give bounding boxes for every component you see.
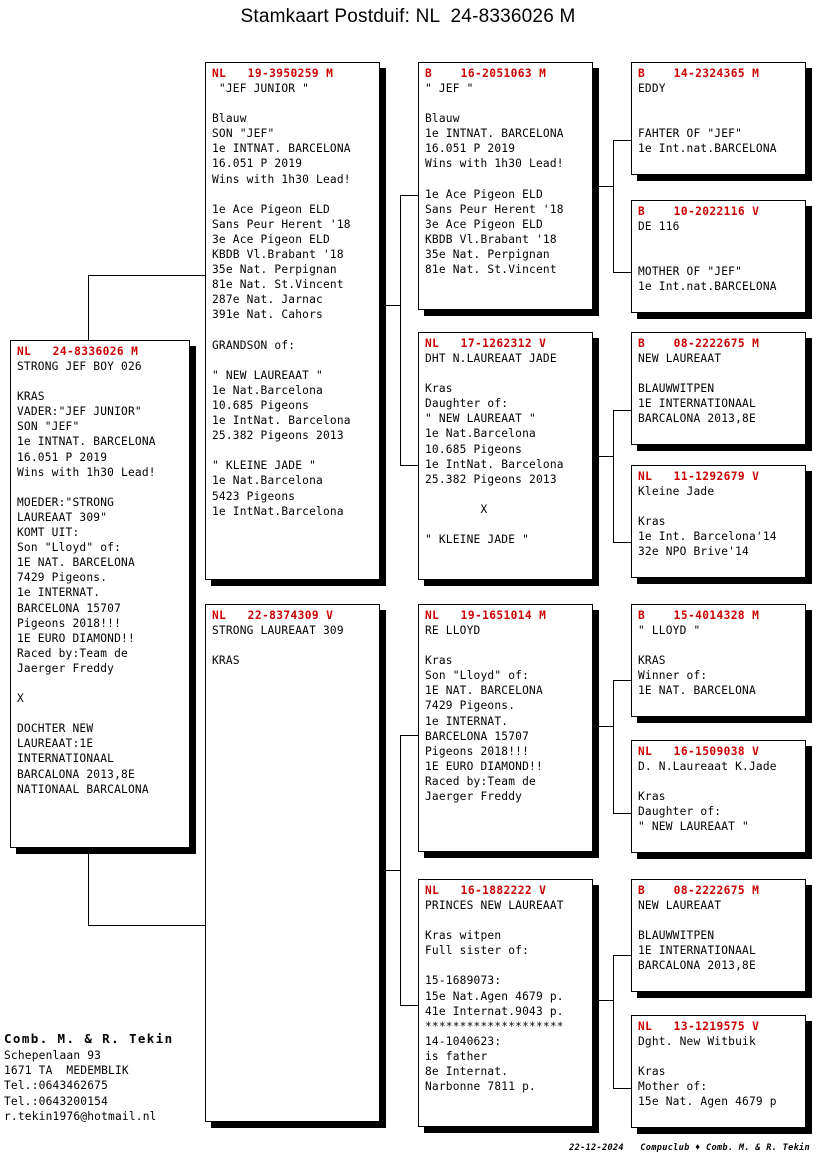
owner-email: r.tekin1976@hotmail.nl [4,1109,157,1123]
owner-address-street: Schepenlaan 93 [4,1049,102,1062]
pedigree-box-subject[interactable]: NL 24-8336026 M STRONG JEF BOY 026 KRAS … [10,340,190,848]
pedigree-box-gen4-6[interactable]: NL 16-1509038 V D. N.Laureaat K.Jade Kra… [631,740,806,853]
pedigree-box-gen4-4[interactable]: NL 11-1292679 V Kleine Jade Kras 1e Int.… [631,465,806,578]
pedigree-details: DE 116 MOTHER OF "JEF" 1e Int.nat.BARCEL… [638,220,777,294]
pedigree-box-gen4-5[interactable]: B 15-4014328 M " LLOYD " KRAS Winner of:… [631,604,806,717]
ring-number: NL 24-8336026 M [17,345,139,358]
ring-number: NL 11-1292679 V [638,470,760,483]
pedigree-details: STRONG LAUREAAT 309 KRAS [212,624,344,668]
connector-gen3c-to-gen4e [613,680,631,681]
footer-credit: 22-12-2024 Compuclub ♦ Comb. M. & R. Tek… [569,1143,810,1153]
pedigree-box-gen4-8[interactable]: NL 13-1219575 V Dght. New Witbuik Kras M… [631,1015,806,1128]
connector-gen3c-in [599,726,614,727]
connector-gen2b-to-gen3d [400,1005,418,1006]
pedigree-details: NEW LAUREAAT BLAUWWITPEN 1E INTERNATIONA… [638,899,756,973]
connector-gen2a-to-gen3b [400,465,418,466]
pedigree-details: "JEF JUNIOR " Blauw SON "JEF" 1e INTNAT.… [212,82,351,518]
connector-gen3a-vertical [613,140,614,273]
pedigree-box-gen3-3[interactable]: NL 19-1651014 M RE LLOYD Kras Son "Lloyd… [418,604,593,852]
connector-gen2b-in [386,870,401,871]
connector-gen3a-in [599,186,614,187]
connector-gen3b-in [599,456,614,457]
pedigree-box-gen4-7[interactable]: B 08-2222675 M NEW LAUREAAT BLAUWWITPEN … [631,879,806,992]
owner-phone-1: Tel.:0643462675 [4,1079,109,1093]
ring-number: B 15-4014328 M [638,609,760,622]
ring-number: B 10-2022116 V [638,205,760,218]
page-title: Stamkaart Postduif: NL 24-8336026 M [240,6,576,27]
pedigree-details: Dght. New Witbuik Kras Mother of: 15e Na… [638,1035,777,1109]
connector-gen3d-to-gen4h [613,1088,631,1089]
ring-number: NL 17-1262312 V [425,337,547,350]
connector-gen2b-to-gen3c [400,735,418,736]
connector-gen3b-to-gen4c [613,410,631,411]
connector-gen3a-to-gen4b [613,272,631,273]
connector-subject-to-gen2b [88,925,206,926]
ring-number: NL 16-1882222 V [425,884,547,897]
connector-gen3d-in [599,1000,614,1001]
connector-gen3b-vertical [613,410,614,542]
ring-number: B 16-2051063 M [425,67,547,80]
owner-name: Comb. M. & R. Tekin [4,1031,174,1046]
ring-number: B 08-2222675 M [638,337,760,350]
connector-gen3d-to-gen4g [613,955,631,956]
pedigree-details: PRINCES NEW LAUREAAT Kras witpen Full si… [425,899,564,1094]
connector-gen3c-to-gen4f [613,813,631,814]
pedigree-box-gen2-father[interactable]: NL 19-3950259 M "JEF JUNIOR " Blauw SON … [205,62,380,580]
pedigree-details: " JEF " Blauw 1e INTNAT. BARCELONA 16.05… [425,82,564,277]
ring-number: NL 13-1219575 V [638,1020,760,1033]
ring-number: B 08-2222675 M [638,884,760,897]
owner-phone-2: Tel.:0643200154 [4,1094,109,1108]
pedigree-box-gen3-2[interactable]: NL 17-1262312 V DHT N.LAUREAAT JADE Kras… [418,332,593,580]
pedigree-details: NEW LAUREAAT BLAUWWITPEN 1E INTERNATIONA… [638,352,756,426]
ring-number: NL 22-8374309 V [212,609,334,622]
pedigree-details: STRONG JEF BOY 026 KRAS VADER:"JEF JUNIO… [17,360,156,796]
pedigree-details: DHT N.LAUREAAT JADE Kras Daughter of: " … [425,352,564,547]
ring-number: NL 19-3950259 M [212,67,334,80]
connector-gen3d-vertical [613,955,614,1088]
pedigree-details: D. N.Laureaat K.Jade Kras Daughter of: "… [638,760,777,834]
connector-gen2a-to-gen3a [400,195,418,196]
pedigree-box-gen2-mother[interactable]: NL 22-8374309 V STRONG LAUREAAT 309 KRAS [205,604,380,1122]
connector-gen3b-to-gen4d [613,542,631,543]
pedigree-details: Kleine Jade Kras 1e Int. Barcelona'14 32… [638,485,777,559]
pedigree-box-gen3-4[interactable]: NL 16-1882222 V PRINCES NEW LAUREAAT Kra… [418,879,593,1127]
owner-address-city: 1671 TA MEDEMBLIK [4,1064,129,1078]
pedigree-details: RE LLOYD Kras Son "Lloyd" of: 1E NAT. BA… [425,624,543,804]
pedigree-box-gen3-1[interactable]: B 16-2051063 M " JEF " Blauw 1e INTNAT. … [418,62,593,310]
ring-number: B 14-2324365 M [638,67,760,80]
connector-subject-to-gen2a [88,275,206,276]
connector-gen2a-vertical [400,195,401,465]
connector-gen3a-to-gen4a [613,140,631,141]
pedigree-details: EDDY FAHTER OF "JEF" 1e Int.nat.BARCELON… [638,82,777,156]
ring-number: NL 16-1509038 V [638,745,760,758]
connector-gen2a-in [386,305,401,306]
connector-gen3c-vertical [613,680,614,813]
ring-number: NL 19-1651014 M [425,609,547,622]
pedigree-details: " LLOYD " KRAS Winner of: 1E NAT. BARCEL… [638,624,756,698]
pedigree-box-gen4-3[interactable]: B 08-2222675 M NEW LAUREAAT BLAUWWITPEN … [631,332,806,445]
owner-block: Comb. M. & R. Tekin Schepenlaan 93 1671 … [4,1030,174,1124]
pedigree-box-gen4-1[interactable]: B 14-2324365 M EDDY FAHTER OF "JEF" 1e I… [631,62,806,175]
pedigree-box-gen4-2[interactable]: B 10-2022116 V DE 116 MOTHER OF "JEF" 1e… [631,200,806,313]
